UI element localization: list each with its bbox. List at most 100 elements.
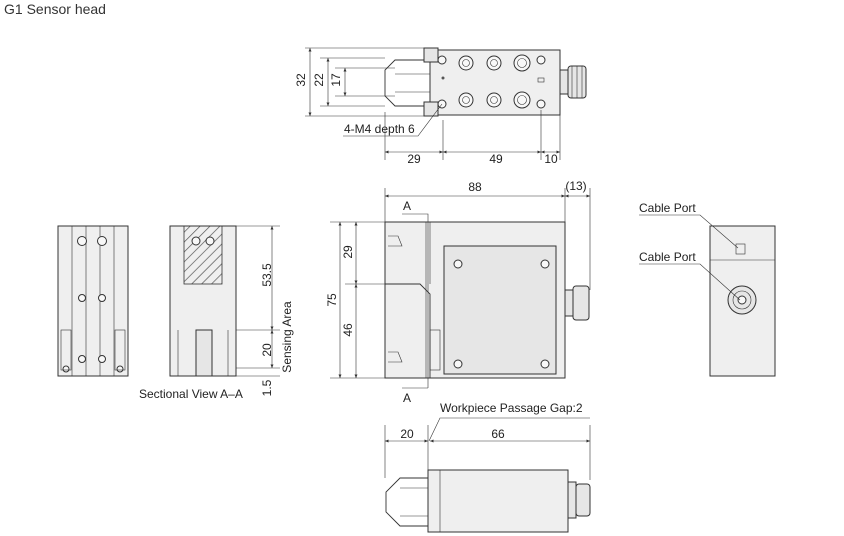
dim-label-1-5: 1.5 [260, 379, 274, 396]
workpiece-gap-label: Workpiece Passage Gap:2 [440, 401, 583, 415]
cable-port-icon [735, 243, 746, 255]
dim-label-53-5: 53.5 [260, 263, 274, 287]
right-side-view: Cable Port Cable Port [639, 201, 776, 377]
fitting-icon [513, 54, 531, 72]
fitting-icon [98, 294, 106, 302]
gland-ridges [571, 66, 583, 98]
mounting-hole-icon [437, 55, 447, 65]
cable-port-leader-2 [639, 263, 741, 301]
scale-ticks [114, 329, 126, 371]
fitting-icon [458, 55, 474, 71]
profile-rails [71, 226, 115, 376]
dim-label-10: 10 [544, 152, 558, 166]
cable-port-label-1: Cable Port [639, 201, 696, 215]
mounting-hole-icon [116, 365, 124, 373]
dim-label-88: 88 [468, 180, 482, 194]
top-view: 32 22 17 4-M4 depth 6 29 49 10 [294, 47, 587, 166]
front-cover-plate [443, 245, 557, 375]
bottom-view: 20 66 Workpiece Passage Gap:2 [384, 401, 591, 533]
dim-label-66: 66 [491, 427, 505, 441]
section-marker-bottom: A [403, 391, 411, 405]
left-profile-body [57, 225, 129, 377]
fitting-icon [97, 236, 107, 246]
hole-callout-label: 4-M4 depth 6 [344, 122, 415, 136]
dim-label-32: 32 [294, 73, 308, 87]
section-hatch [183, 225, 223, 285]
cable-gland-inner [732, 290, 752, 310]
gap-leader-line [428, 417, 590, 442]
section-cut-line [402, 213, 429, 389]
fitting-icon [490, 96, 498, 104]
gland-base [559, 69, 569, 95]
fitting-icon [462, 96, 470, 104]
dot-icon [441, 76, 445, 80]
dim-label-17: 17 [329, 73, 343, 87]
section-inner-lines [177, 330, 229, 376]
top-ext-lines-h [384, 110, 561, 160]
top-view-jaw [384, 59, 430, 107]
dim-label-49: 49 [489, 152, 503, 166]
fitting-icon [486, 92, 502, 108]
fitting-icon [98, 355, 106, 363]
cable-port-leader-1 [639, 214, 739, 249]
fitting-icon [517, 95, 527, 105]
dim-label-22: 22 [312, 73, 326, 87]
bottom-jaw-outline [385, 477, 428, 527]
top-view-gap-lines [395, 73, 430, 93]
gland-base [564, 289, 574, 317]
section-marker-top: A [403, 199, 411, 213]
mounting-hole-icon [62, 365, 70, 373]
scale-ticks [60, 329, 72, 371]
fitting-icon [513, 91, 531, 109]
sensing-area-label: Sensing Area [280, 301, 294, 373]
fitting-icon [191, 236, 201, 246]
fitting-icon [78, 355, 86, 363]
scale-ticks [429, 329, 441, 371]
front-view: A A 88 (13) 29 46 75 [325, 179, 591, 405]
dim-label-13: (13) [565, 179, 586, 193]
top-view-upper-tab [423, 47, 439, 63]
dim-label-20: 20 [260, 343, 274, 357]
fitting-icon [458, 92, 474, 108]
left-profile-view [57, 225, 129, 377]
page-title: G1 Sensor head [4, 1, 106, 17]
dim-label-29: 29 [407, 152, 421, 166]
cable-port-label-2: Cable Port [639, 250, 696, 264]
cable-gland-icon [575, 483, 591, 517]
section-ext-lines [236, 225, 280, 377]
fitting-icon [78, 294, 86, 302]
fitting-icon [490, 59, 498, 67]
screw-icon [540, 359, 550, 369]
front-notches [388, 235, 403, 363]
gland-base [567, 481, 577, 519]
fitting-icon [517, 58, 527, 68]
dim-label-75: 75 [325, 293, 339, 307]
screw-icon [453, 359, 463, 369]
hole-leader-line [343, 103, 443, 137]
screw-icon [453, 259, 463, 269]
sectional-view: Sectional View A–A 53.5 20 1.5 Sensing A… [139, 225, 294, 401]
bottom-gap-lines [400, 487, 428, 517]
cable-icon [737, 295, 747, 305]
front-gap-lines [425, 222, 431, 378]
small-port-icon [537, 77, 545, 83]
top-ext-lines [305, 47, 424, 117]
cable-gland-icon [572, 285, 590, 321]
fitting-icon [462, 59, 470, 67]
dim-label-29-front: 29 [341, 245, 355, 259]
dim-label-20-bottom: 20 [400, 427, 414, 441]
mounting-hole-icon [536, 55, 546, 65]
screw-icon [540, 259, 550, 269]
fitting-icon [77, 236, 87, 246]
bottom-body [427, 469, 569, 533]
bottom-ext-lines [384, 425, 591, 480]
fitting-icon [205, 236, 215, 246]
fitting-icon [486, 55, 502, 71]
front-ext-lines [384, 188, 591, 290]
dim-label-46: 46 [341, 323, 355, 337]
section-view-label: Sectional View A–A [139, 387, 243, 401]
sensing-element [195, 329, 213, 377]
top-view-lower-tab [423, 101, 439, 117]
mounting-hole-icon [536, 99, 546, 109]
